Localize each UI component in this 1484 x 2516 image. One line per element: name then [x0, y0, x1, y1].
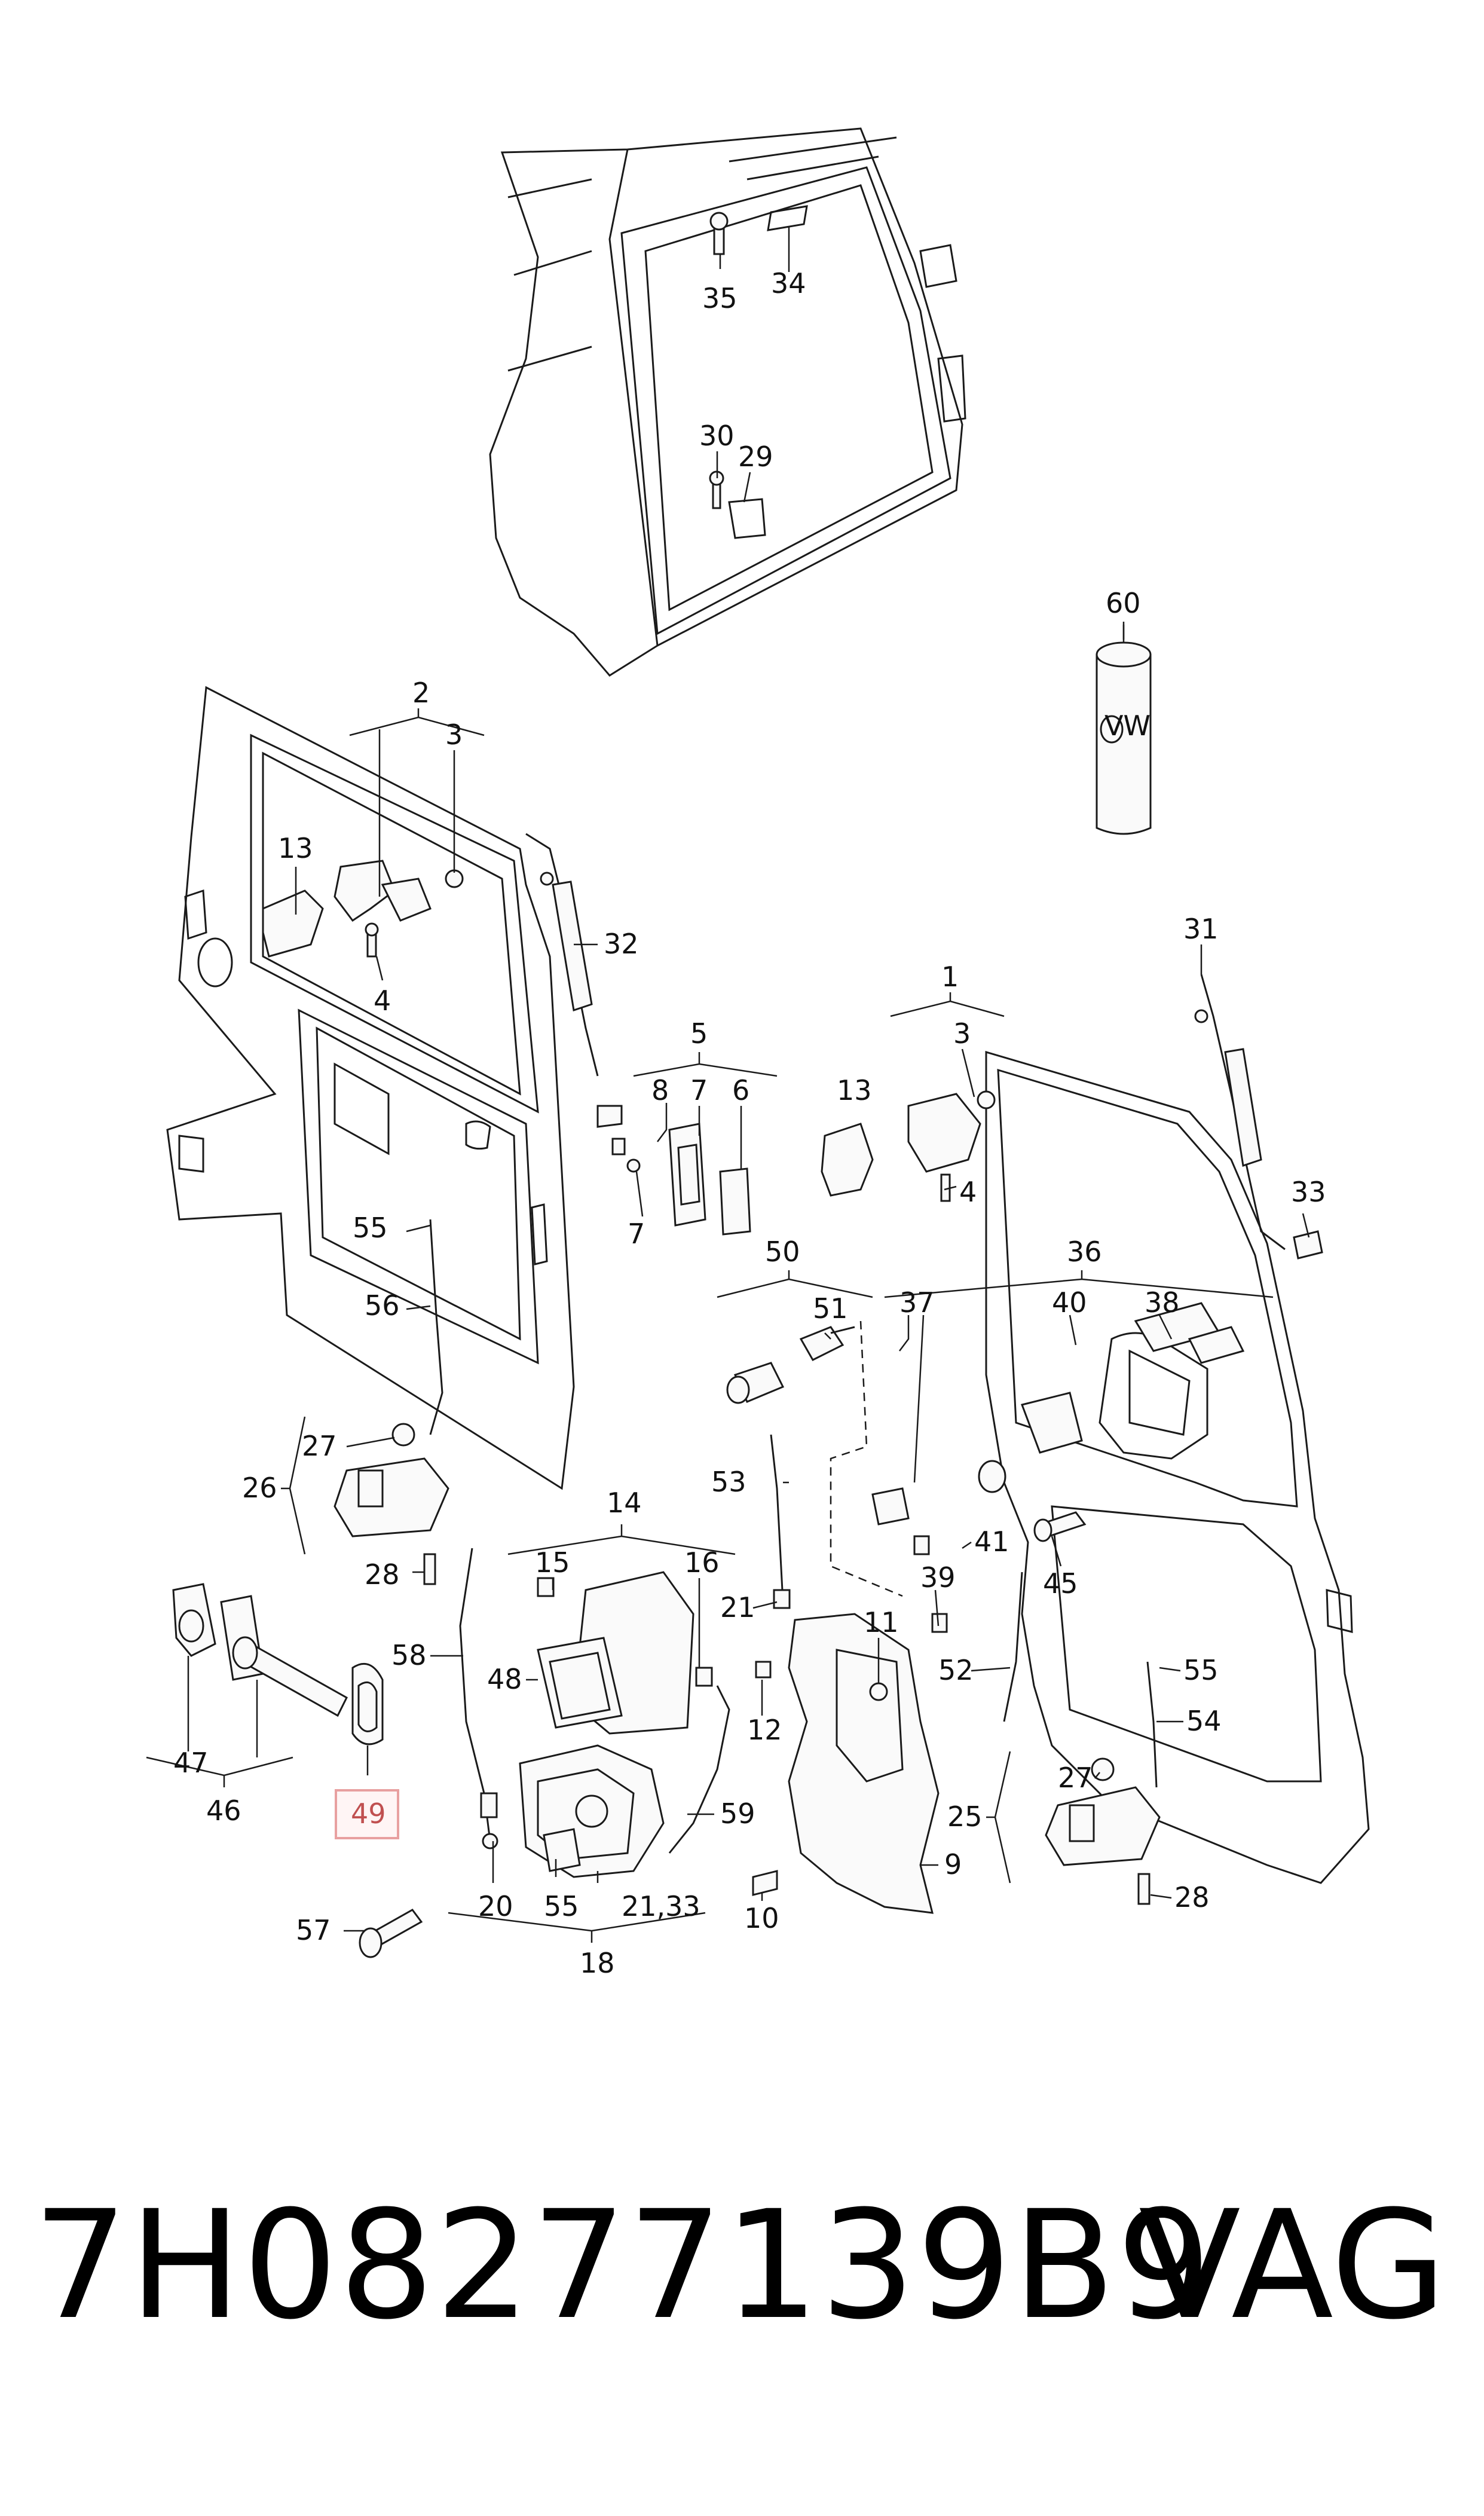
callout: 20: [478, 1890, 513, 1922]
callout: 36: [1067, 1236, 1102, 1268]
callout: 32: [604, 928, 639, 960]
callout: 28: [365, 1558, 400, 1591]
callout: 58: [391, 1639, 427, 1671]
lock-cylinder-46: [172, 1583, 348, 1717]
callout: 60: [1106, 587, 1141, 619]
cable-32: [525, 833, 623, 1128]
handle-14: [537, 1571, 713, 1735]
callout: 45: [1043, 1567, 1078, 1600]
callout: 53: [711, 1466, 746, 1498]
callout: 14: [607, 1487, 642, 1519]
hinge-assembly-left: [262, 860, 464, 958]
rod-56: [429, 1219, 443, 1435]
callout: 9: [944, 1848, 962, 1881]
highlight-box-49: [335, 1789, 399, 1839]
callout: 57: [296, 1914, 331, 1946]
callout: 37: [899, 1286, 935, 1319]
callout: 34: [771, 267, 806, 299]
callout: 3: [953, 1017, 971, 1050]
rod-54: [1146, 1661, 1158, 1788]
callout: 1: [941, 961, 959, 993]
callout: 8: [651, 1074, 669, 1106]
cable-59: [668, 1685, 730, 1854]
bolt-57: [359, 1909, 423, 1958]
callout: 39: [920, 1561, 956, 1594]
callout: 13: [837, 1074, 872, 1106]
callout: 52: [938, 1654, 974, 1686]
rod-53: [770, 1434, 791, 1609]
striker-26: [333, 1423, 449, 1585]
spray-can-60: VW: [1096, 625, 1152, 835]
callout: 35: [702, 282, 738, 314]
lock-assembly-18: [519, 1744, 665, 1878]
dashed-guide-50: [830, 1320, 903, 1597]
brand-name: VAG: [1139, 2178, 1447, 2352]
callout: 50: [765, 1236, 800, 1268]
callout: 11: [864, 1606, 899, 1638]
callout: 5: [690, 1017, 708, 1050]
callout-highlighted: 49: [351, 1797, 386, 1830]
callout-labels: 2 3 13 4 32 5 8 7 6 7 55 56 27 26 28 14 …: [173, 267, 1326, 1979]
callout: 13: [278, 832, 313, 864]
exploded-view-drawing: VW: [146, 127, 1370, 1979]
screw-35: [709, 212, 729, 255]
left-door-panel: [166, 686, 575, 1490]
can-logo-text: VW: [1104, 710, 1151, 742]
seal-49: [351, 1662, 384, 1745]
rod-52: [1003, 1572, 1023, 1722]
callout: 48: [487, 1663, 522, 1695]
callout: 40: [1052, 1286, 1087, 1319]
callout: 54: [1186, 1705, 1222, 1737]
callout: 38: [1145, 1286, 1180, 1319]
callout: 15: [535, 1546, 570, 1579]
callout: 3: [445, 719, 463, 751]
callout: 31: [1183, 913, 1219, 945]
cable-31: [1194, 974, 1323, 1259]
callout: 16: [684, 1546, 720, 1579]
release-mechanism-36: [871, 1302, 1245, 1633]
inner-panel-9: [752, 1613, 940, 1914]
callout: 47: [173, 1747, 209, 1779]
callout: 56: [365, 1289, 400, 1322]
footer: 7H08277139B9 VAG: [0, 2176, 1484, 2355]
callout: 2: [412, 677, 430, 709]
callout: 21,33: [622, 1890, 700, 1922]
callout: 12: [747, 1714, 782, 1746]
callout: 59: [720, 1797, 755, 1830]
callout: 4: [374, 985, 391, 1017]
callout: 6: [732, 1074, 749, 1106]
lock-insert-50: [726, 1326, 855, 1404]
callout: 27: [302, 1430, 337, 1462]
callout: 18: [580, 1947, 615, 1979]
callout: 28: [1174, 1881, 1210, 1913]
callout: 26: [242, 1472, 277, 1504]
callout: 25: [947, 1800, 983, 1833]
callout: 10: [744, 1902, 779, 1934]
handle-assembly-5: [611, 1123, 751, 1236]
callout: 51: [813, 1292, 848, 1325]
callout: 4: [959, 1176, 977, 1208]
callout: 46: [206, 1794, 241, 1827]
callout: 41: [974, 1526, 1009, 1558]
hinge-assembly-right: [821, 1090, 996, 1202]
group-brackets: [146, 708, 1274, 1943]
callout: 21: [720, 1591, 755, 1624]
callout: 7: [628, 1218, 645, 1250]
leader-lines: [187, 227, 1310, 1932]
callout: 55: [1183, 1654, 1219, 1686]
callout: 29: [738, 441, 773, 473]
callout: 27: [1058, 1762, 1093, 1794]
callout: 55: [353, 1212, 388, 1244]
part-number: 7H08277139B9: [33, 2178, 1213, 2352]
callout: 7: [690, 1074, 708, 1106]
van-rear-body: [489, 127, 966, 677]
callout: 55: [544, 1890, 579, 1922]
callout: 30: [699, 420, 735, 452]
cable-58: [459, 1548, 498, 1849]
callout: 33: [1291, 1176, 1326, 1208]
